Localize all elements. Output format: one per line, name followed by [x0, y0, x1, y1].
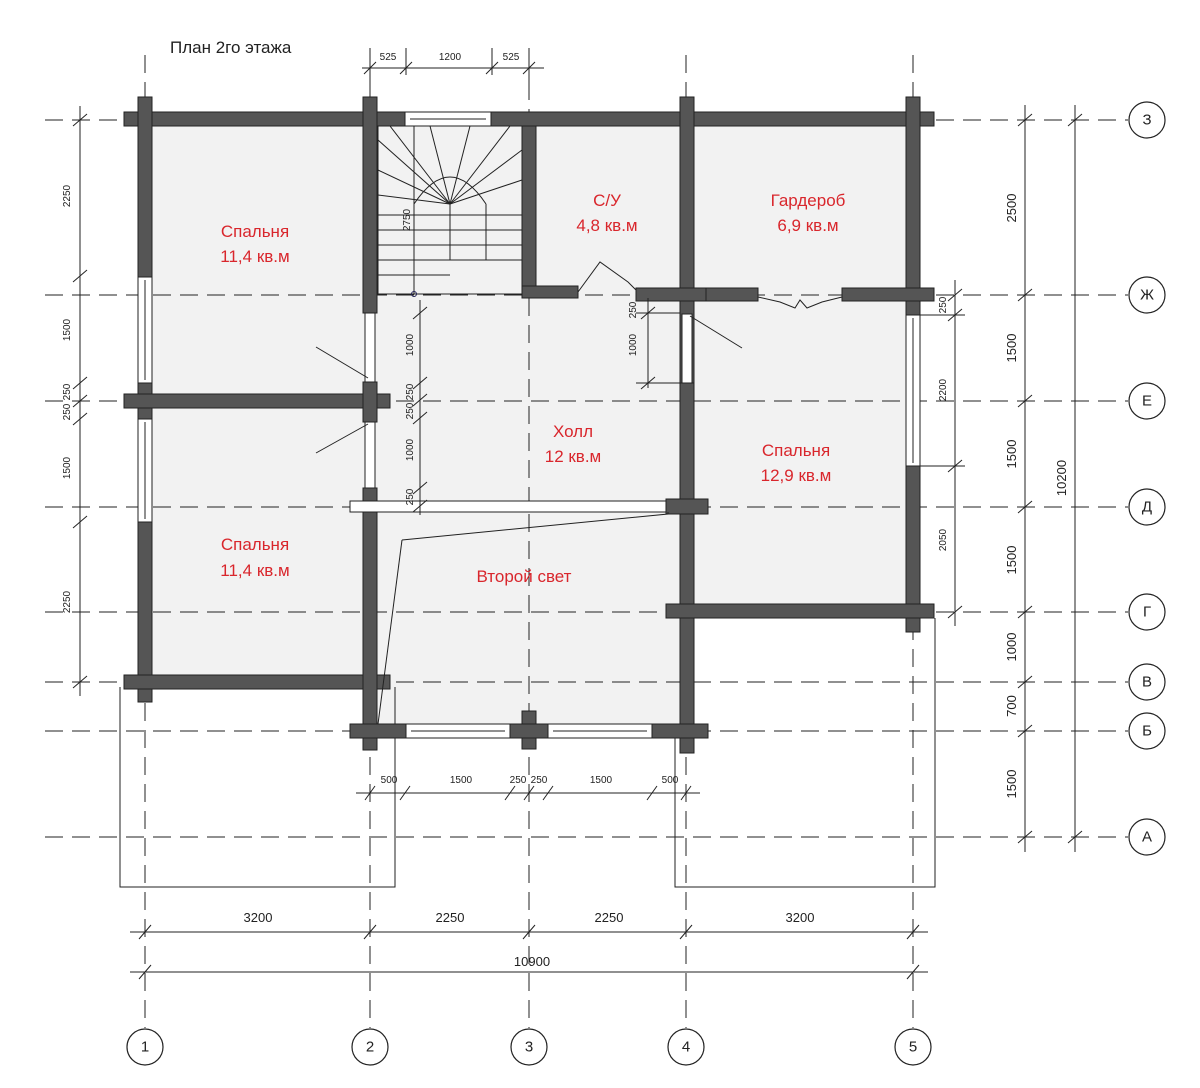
dimension-label: 1000	[405, 438, 416, 461]
dimension-label: 1000	[628, 333, 639, 356]
dimension-label: 2250	[595, 910, 624, 925]
room-area: 6,9 кв.м	[777, 216, 838, 235]
plan-title: План 2го этажа	[170, 38, 292, 57]
room-area: 11,4 кв.м	[220, 561, 289, 580]
dimension-label: 1500	[590, 775, 613, 786]
dimension-label: 250	[405, 383, 416, 400]
dimension-label: 2050	[938, 528, 949, 551]
dimension-label: 525	[380, 52, 397, 63]
axis-label: 5	[909, 1039, 917, 1056]
dimension-label: 1500	[1004, 770, 1019, 799]
room-name: Спальня	[762, 441, 830, 460]
room-area: 11,4 кв.м	[220, 247, 289, 266]
room-name: Спальня	[221, 535, 289, 554]
dimension-label: 1500	[62, 318, 73, 341]
dimension-label: 2200	[938, 378, 949, 401]
axis-label: 2	[366, 1039, 374, 1056]
axis-label: 1	[141, 1039, 149, 1056]
room-labels: Спальня 11,4 кв.м С/У 4,8 кв.м Гардероб …	[220, 191, 845, 586]
bottom-dimensions: 3200 2250 2250 3200 10900	[130, 910, 928, 980]
axis-label: В	[1142, 674, 1152, 691]
windows	[137, 111, 921, 739]
dimension-label: 10200	[1054, 460, 1069, 496]
window-dimensions: 500 1500 250 250 1500 500	[356, 775, 700, 801]
dimension-label: 1500	[450, 775, 473, 786]
dimension-label: 500	[381, 775, 398, 786]
axis-label: Ж	[1140, 287, 1154, 304]
axis-label: Е	[1142, 393, 1152, 410]
dimension-label: 10900	[514, 954, 550, 969]
room-area: 12,9 кв.м	[761, 466, 832, 485]
dimension-label: 1500	[1004, 440, 1019, 469]
walls	[123, 96, 935, 754]
dimension-label: 2500	[1004, 194, 1019, 223]
room-name: Холл	[553, 422, 593, 441]
inner-dimensions: 1000 250 250 1000 250 2750 250 1000	[402, 208, 680, 515]
dimension-label: 250	[62, 383, 73, 400]
room-area: 4,8 кв.м	[576, 216, 637, 235]
dimension-label: 250	[938, 296, 949, 313]
dimension-label: 250	[510, 775, 527, 786]
dimension-label: 1000	[405, 333, 416, 356]
dimension-label: 2250	[436, 910, 465, 925]
terraces	[119, 618, 936, 888]
dimension-label: 1000	[1004, 633, 1019, 662]
room-name: Гардероб	[771, 191, 846, 210]
dimension-label: 2250	[62, 184, 73, 207]
axis-label: 4	[682, 1039, 690, 1056]
room-name: С/У	[593, 191, 621, 210]
dimension-label: 1500	[62, 456, 73, 479]
second-light-outline	[401, 512, 669, 541]
dimension-label: 250	[531, 775, 548, 786]
dimension-label: 3200	[244, 910, 273, 925]
doors	[315, 261, 843, 489]
right-inner-dimensions: 250 2200 2050	[920, 280, 965, 626]
dimension-label: 250	[628, 301, 639, 318]
dimension-label: 3200	[786, 910, 815, 925]
dimension-label: 250	[405, 488, 416, 505]
room-name: Спальня	[221, 222, 289, 241]
left-dimensions: 2250 1500 250 250 1500 2250	[62, 106, 88, 696]
top-dimensions: 525 1200 525	[362, 48, 544, 96]
dimension-label: 1500	[1004, 334, 1019, 363]
column-axis-markers: 1 2 3 4 5	[126, 1028, 932, 1066]
row-axis-markers: З Ж Е Д Г В Б А	[1128, 101, 1166, 856]
axis-label: 3	[525, 1039, 533, 1056]
dimension-label: 2750	[402, 208, 413, 231]
staircase	[377, 125, 523, 297]
dimension-label: 500	[662, 775, 679, 786]
dimension-label: 2250	[62, 590, 73, 613]
dimension-label: 250	[405, 402, 416, 419]
dimension-label: 700	[1004, 695, 1019, 717]
dimension-label: 1500	[1004, 546, 1019, 575]
right-dimensions: 2500 1500 1500 1500 1000 700 1500 10200	[1004, 105, 1083, 852]
dimension-label: 525	[503, 52, 520, 63]
dimension-label: 1200	[439, 52, 462, 63]
dimension-label: 250	[62, 403, 73, 420]
axis-label: Д	[1142, 499, 1152, 516]
room-name: Второй свет	[477, 567, 572, 586]
room-area: 12 кв.м	[545, 447, 602, 466]
axis-label: З	[1142, 112, 1151, 129]
axis-label: Г	[1143, 604, 1151, 621]
axis-label: А	[1142, 829, 1152, 846]
axis-label: Б	[1142, 723, 1152, 740]
